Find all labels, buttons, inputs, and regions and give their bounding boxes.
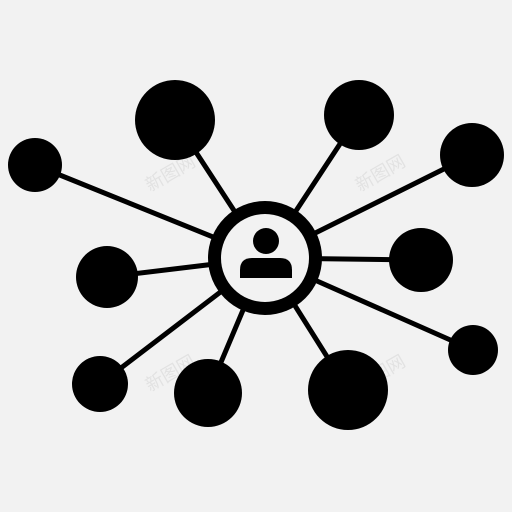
node-circle (174, 359, 242, 427)
node-circle (76, 246, 138, 308)
node-circle (308, 350, 388, 430)
user-head (253, 228, 279, 254)
node-circle (324, 80, 394, 150)
node-circle (448, 325, 498, 375)
node-circle (8, 138, 62, 192)
user-icon (240, 228, 292, 278)
node-circle (72, 356, 128, 412)
hub (208, 201, 322, 315)
node-circle (440, 123, 504, 187)
node-circle (389, 228, 453, 292)
outer-nodes (8, 80, 504, 430)
user-body (240, 258, 292, 278)
node-circle (135, 80, 215, 160)
